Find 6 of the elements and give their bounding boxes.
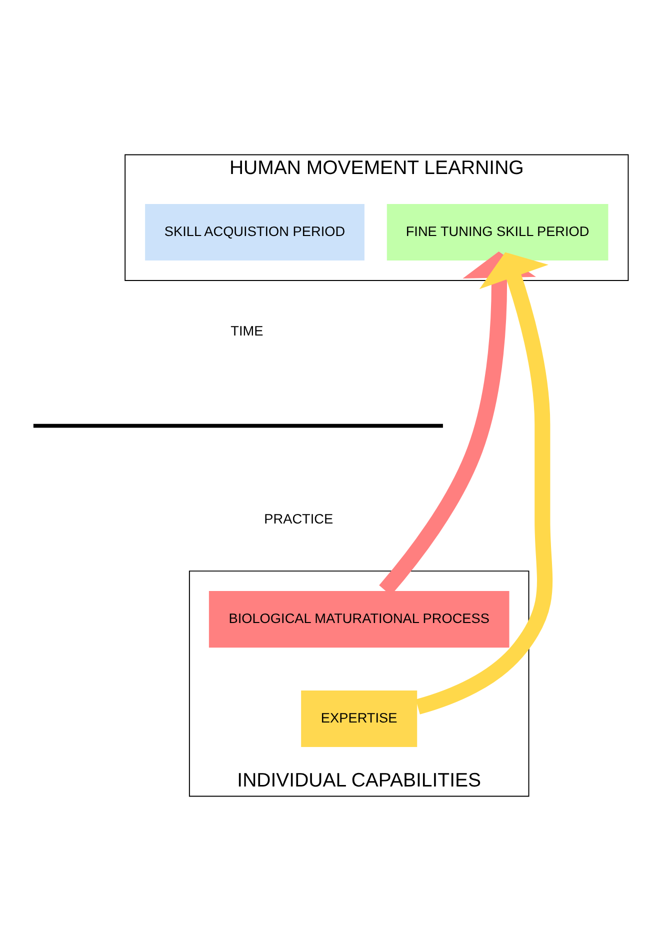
label: TIME — [230, 322, 264, 338]
label: PRACTICE — [264, 510, 334, 526]
node-box: FINE TUNING SKILL PERIOD — [386, 202, 610, 261]
node-box: SKILL ACQUISTION PERIOD — [144, 202, 366, 261]
node-box: BIOLOGICAL MATURATIONAL PROCESS — [208, 590, 510, 648]
node-box: EXPERTISE — [300, 689, 418, 748]
